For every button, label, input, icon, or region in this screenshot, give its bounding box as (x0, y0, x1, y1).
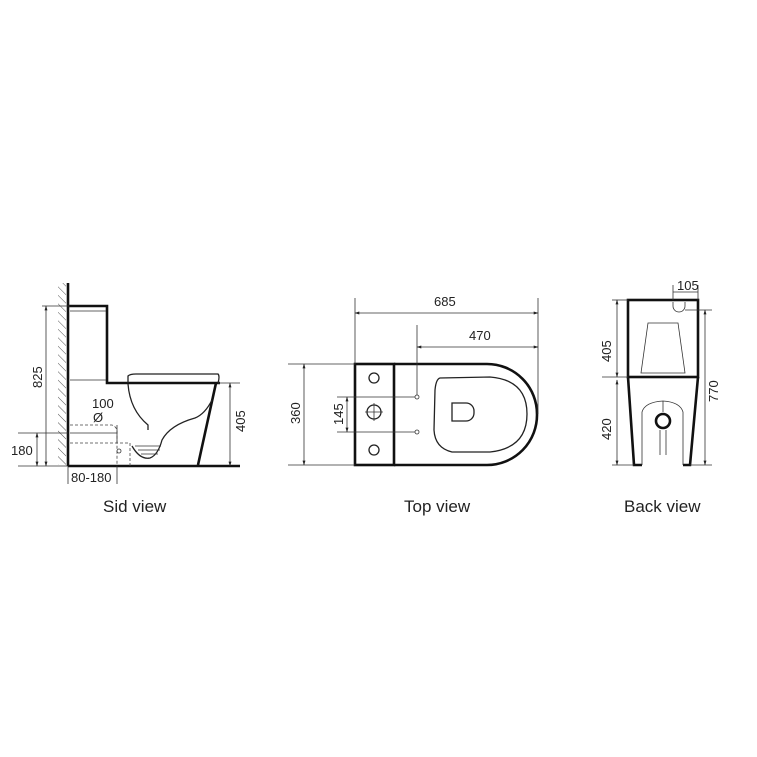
base-inner-arch (641, 400, 684, 465)
tank-inner-trapezoid (640, 322, 686, 374)
top-view: 685 470 360 145 Top view (288, 294, 539, 516)
tank-top-outline (353, 362, 396, 467)
seat-height-label: 405 (233, 410, 248, 432)
total-height-label: 825 (30, 366, 45, 388)
outlet-pipe-dashed (70, 424, 118, 466)
bowl-outlet-shape (451, 402, 475, 422)
tank-hole-bottom (368, 444, 380, 456)
back-view-caption: Back view (624, 497, 701, 516)
seat-lid (127, 373, 220, 384)
side-view: 100 Ø 825 180 405 80-180 Sid view (11, 283, 248, 516)
bowl-curve (127, 383, 149, 430)
top-view-caption: Top view (404, 497, 471, 516)
tank-back-outline (626, 298, 700, 379)
diameter-symbol: Ø (93, 410, 103, 425)
outlet-diameter-label: 100 (92, 396, 114, 411)
front-profile (196, 382, 218, 466)
inlet-offset-label: 105 (677, 278, 699, 293)
wall-hatch (58, 283, 66, 465)
tank-hole-top (368, 372, 380, 384)
wall-offset-label: 80-180 (71, 470, 111, 485)
bowl-length-label: 470 (469, 328, 491, 343)
bolt-hole-bottom (414, 429, 420, 435)
trap-curve (131, 399, 213, 459)
outlet-circle (654, 412, 672, 430)
width-label: 360 (288, 402, 303, 424)
overall-height-label: 770 (706, 380, 721, 402)
bolt-spacing-label: 145 (331, 403, 346, 425)
seat-inner-outline (433, 376, 528, 453)
base-outline (626, 376, 700, 467)
screw-hole (116, 448, 122, 454)
back-view: 105 405 420 770 Back view (599, 278, 721, 516)
bolt-hole-top (414, 394, 420, 400)
tank-outline (68, 304, 220, 385)
total-length-label: 685 (434, 294, 456, 309)
side-view-caption: Sid view (103, 497, 167, 516)
base-height-label: 420 (599, 418, 614, 440)
tank-height-label: 405 (599, 340, 614, 362)
inlet-shape (672, 302, 686, 313)
bowl-outer-outline (394, 362, 539, 467)
outlet-height-label: 180 (11, 443, 33, 458)
